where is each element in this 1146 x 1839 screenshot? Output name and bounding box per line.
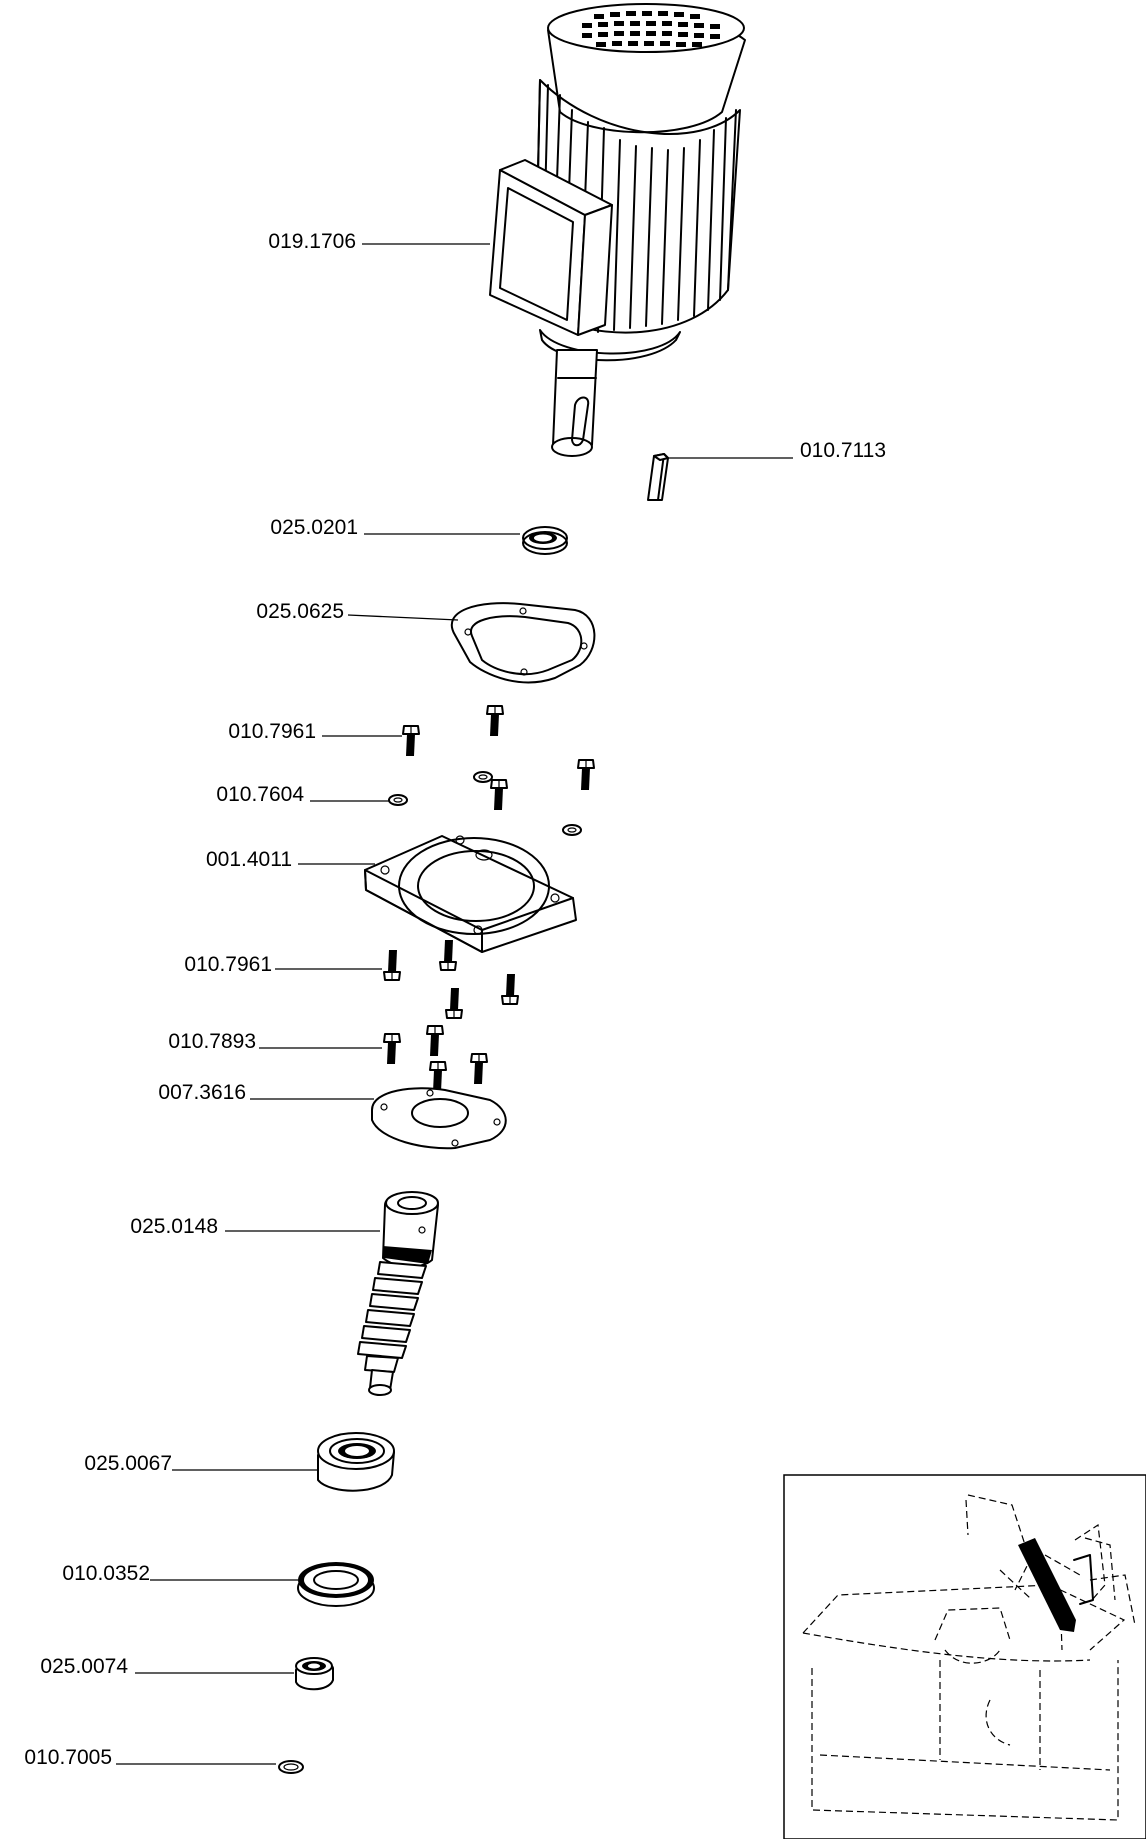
lock-nut-drawing <box>297 1562 375 1607</box>
part-label-025-0148: 025.0148 <box>130 1215 218 1238</box>
motor-drawing <box>489 3 746 457</box>
bearing-large-drawing <box>317 1432 395 1492</box>
flange-plate-drawing <box>364 835 577 953</box>
part-label-010-7893: 010.7893 <box>168 1030 256 1053</box>
oil-seal-drawing <box>522 526 568 555</box>
part-label-001-4011: 001.4011 <box>206 848 292 871</box>
part-label-010-7604: 010.7604 <box>216 783 304 806</box>
part-label-019-1706: 019.1706 <box>268 230 356 253</box>
part-label-010-7113: 010.7113 <box>800 439 886 462</box>
part-label-010-7005: 010.7005 <box>24 1746 112 1769</box>
gasket-drawing <box>450 602 596 684</box>
part-label-010-7961-upper: 010.7961 <box>228 720 316 743</box>
part-label-010-7961-lower: 010.7961 <box>184 953 272 976</box>
part-label-025-0067: 025.0067 <box>84 1452 172 1475</box>
machine-locator-inset <box>783 1474 1146 1839</box>
part-label-025-0625: 025.0625 <box>256 600 344 623</box>
circlip-drawing <box>278 1760 304 1774</box>
lower-bolts-drawing <box>383 939 519 1093</box>
part-label-025-0201: 025.0201 <box>270 516 358 539</box>
part-label-007-3616: 007.3616 <box>158 1081 246 1104</box>
spindle-drawing <box>357 1191 439 1396</box>
fan-grill-icon <box>582 11 720 47</box>
shaft-key-drawing <box>647 453 669 501</box>
ring-plate-drawing <box>371 1087 507 1150</box>
part-label-025-0074: 025.0074 <box>40 1655 128 1678</box>
bearing-small-drawing <box>295 1657 334 1691</box>
part-label-010-0352: 010.0352 <box>62 1562 150 1585</box>
upper-bolts-drawing <box>388 705 595 836</box>
